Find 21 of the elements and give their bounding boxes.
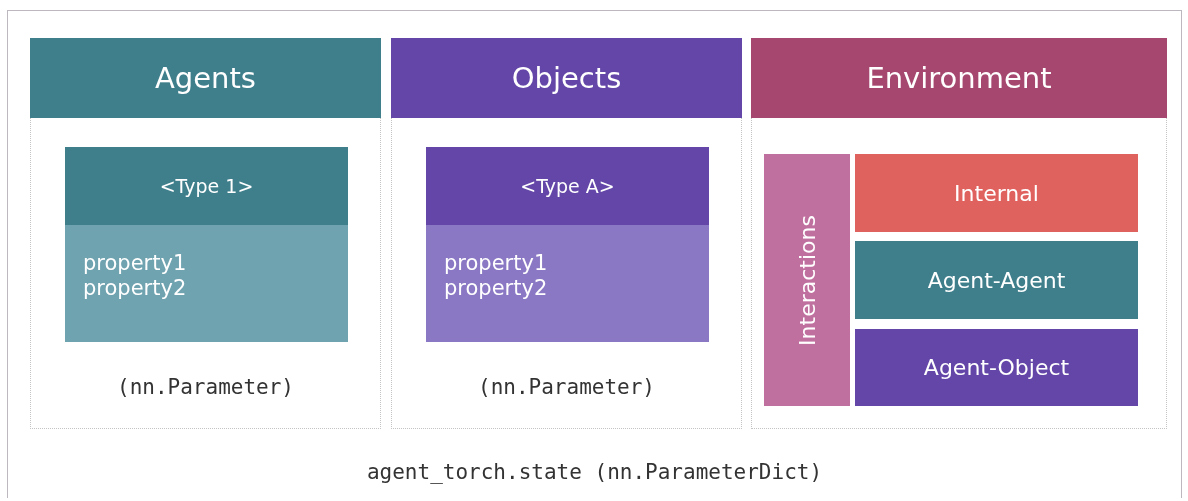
type-heading: <Type 1> (65, 147, 348, 225)
property-list: property1 property2 (444, 251, 548, 302)
frame-label: agent_torch.state (nn.ParameterDict) (365, 460, 824, 484)
bar-label: Interactions (794, 214, 820, 346)
interaction-bar: Agent-Object (855, 329, 1138, 406)
property-list: property1 property2 (83, 251, 187, 302)
type-heading: <Type A> (426, 147, 709, 225)
category-panel (30, 38, 381, 429)
interaction-bar: Agent-Agent (855, 241, 1138, 319)
interaction-bar: Internal (855, 154, 1138, 232)
type-label: (nn.Parameter) (116, 375, 295, 399)
category-panel (751, 38, 1167, 429)
vertical-label-bar (764, 154, 850, 406)
type-label: (nn.Parameter) (477, 375, 656, 399)
panel-heading: Objects (391, 38, 742, 118)
outer-frame (7, 10, 1182, 498)
type-card (426, 147, 709, 342)
category-panel (391, 38, 742, 429)
panel-heading: Agents (30, 38, 381, 118)
type-card (65, 147, 348, 342)
panel-heading: Environment (751, 38, 1167, 118)
